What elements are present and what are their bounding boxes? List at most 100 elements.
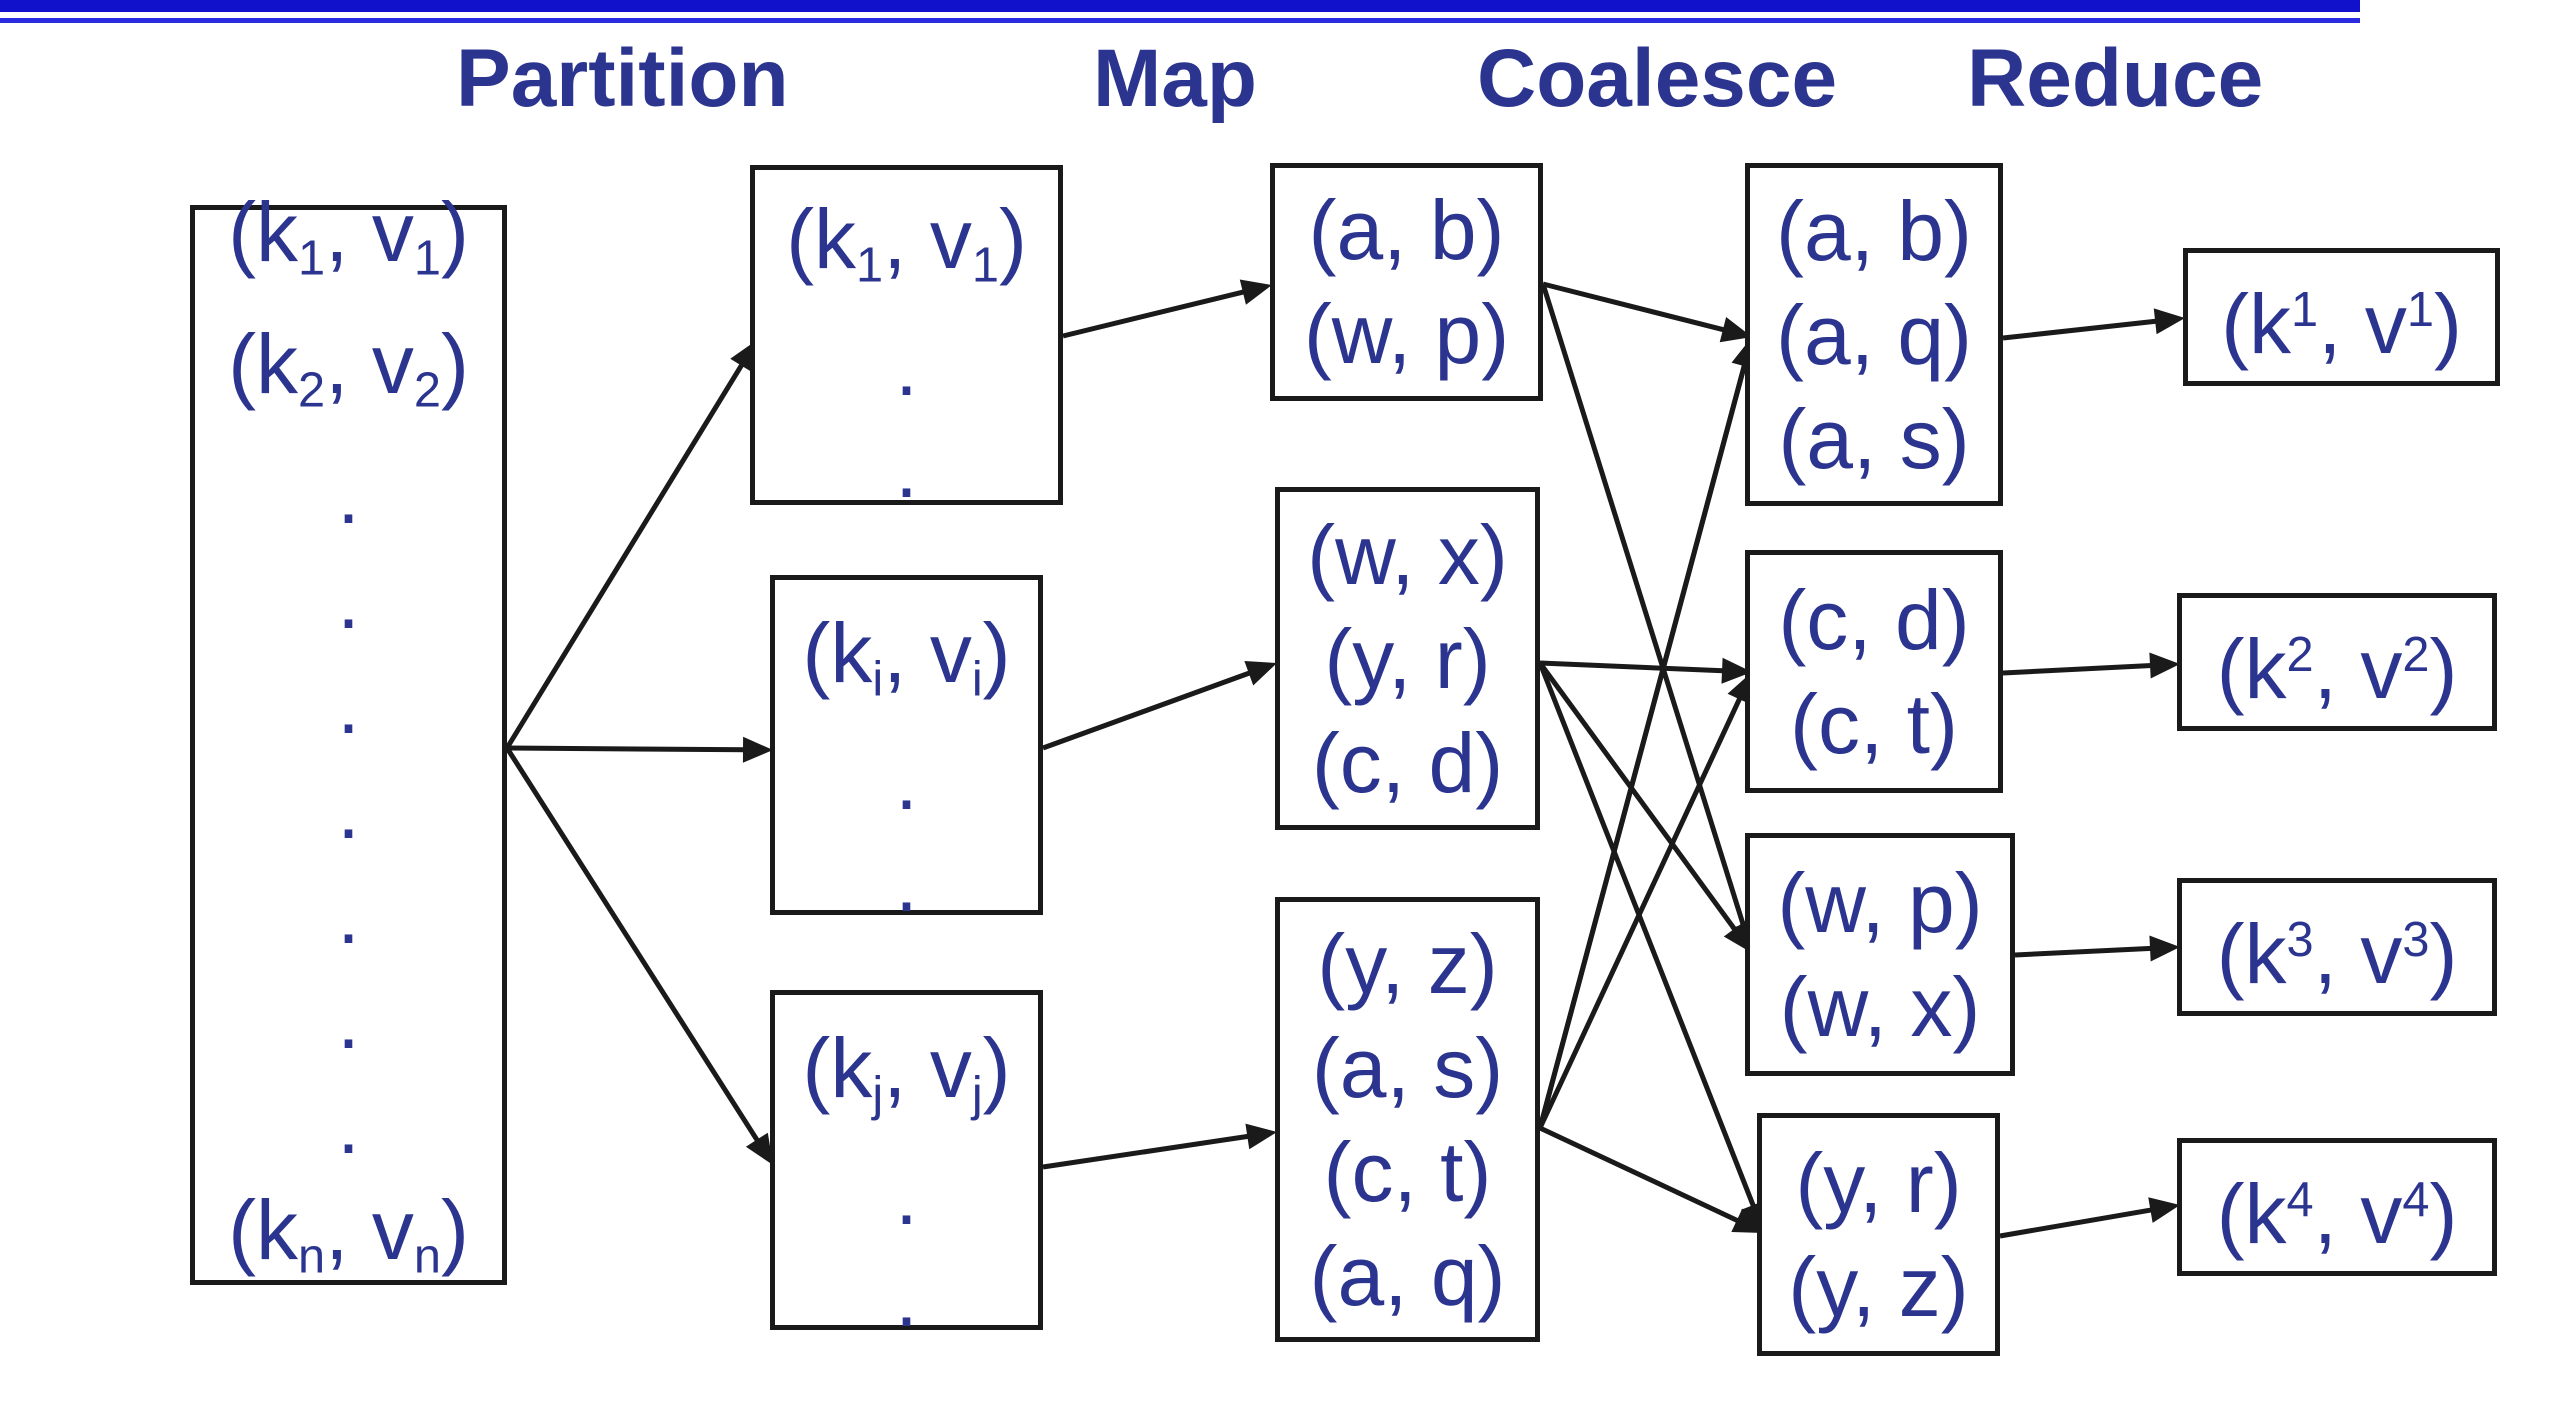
map-pair: (y, r)	[1324, 611, 1491, 706]
reduce-box-4: (k4, v4)	[2177, 1138, 2497, 1276]
key-subscript: n	[298, 1229, 326, 1284]
key-letter: k	[2249, 276, 2292, 371]
map-pair: (a, s)	[1311, 1020, 1504, 1115]
value-subscript: 1	[971, 238, 999, 293]
input-box: (k1, v1) (k2, v2) . . . . . . . (kn, vn)	[190, 185, 507, 1285]
key-superscript: 2	[2286, 628, 2314, 683]
key-letter: k	[256, 1183, 299, 1278]
arrow-partition-i	[506, 736, 773, 763]
value-letter: v	[371, 1183, 414, 1278]
map-box-1: (a, b) (w, p)	[1270, 163, 1543, 401]
map-pair: (w, p)	[1303, 287, 1510, 381]
partition-pair: (k1, v1)	[786, 192, 1027, 293]
partition-pair: (kj, vj)	[802, 1021, 1011, 1122]
value-letter: v	[929, 192, 972, 286]
ellipsis-dot: .	[895, 322, 918, 412]
key-subscript: 1	[298, 231, 326, 286]
key-letter: k	[830, 606, 873, 700]
coalesce-box-a: (a, b) (a, q) (a, s)	[1745, 163, 2003, 506]
ellipsis-dot: .	[337, 556, 360, 646]
key-subscript: i	[872, 652, 884, 707]
value-subscript: n	[413, 1229, 441, 1284]
coalesce-pair: (w, x)	[1779, 959, 1981, 1054]
coalesce-pair: (a, q)	[1775, 287, 1973, 382]
key-superscript: 3	[2286, 913, 2314, 968]
key-letter: k	[256, 316, 299, 411]
map-pair: (a, b)	[1308, 183, 1505, 277]
value-letter: v	[2360, 621, 2403, 716]
value-subscript: i	[971, 652, 983, 707]
arrow-shuffle-ab	[1542, 281, 1752, 343]
coalesce-box-c: (c, d) (c, t)	[1745, 550, 2003, 793]
ellipsis-dot: .	[895, 1253, 918, 1343]
stage-label-partition: Partition	[456, 33, 789, 124]
arrow-partition-1	[504, 340, 757, 750]
map-pair: (w, x)	[1307, 507, 1508, 602]
input-pair-2: (k2, v2)	[228, 316, 469, 418]
arrow-reduce-3	[2014, 935, 2180, 962]
map-pair: (c, d)	[1311, 715, 1504, 810]
coalesce-pair: (a, s)	[1778, 391, 1970, 486]
ellipsis-dot: .	[895, 736, 918, 826]
ellipsis-dot: .	[895, 838, 918, 928]
reduce-pair: (k3, v3)	[2216, 906, 2458, 1001]
reduce-pair: (k2, v2)	[2216, 621, 2458, 716]
stage-label-coalesce: Coalesce	[1477, 33, 1838, 124]
value-letter: v	[929, 1021, 972, 1115]
partition-pair: (ki, vi)	[802, 606, 1011, 707]
value-letter: v	[371, 316, 414, 411]
arrow-reduce-4	[1999, 1197, 2180, 1239]
arrow-shuffle-wx	[1537, 661, 1752, 953]
arrow-map-1	[1062, 279, 1272, 339]
key-letter: k	[2244, 1166, 2287, 1261]
arrow-shuffle-yz	[1538, 1125, 1764, 1233]
coalesce-pair: (w, p)	[1777, 855, 1983, 950]
coalesce-box-y: (y, r) (y, z)	[1757, 1113, 2000, 1356]
arrow-reduce-1	[2002, 308, 2185, 341]
coalesce-pair: (c, t)	[1790, 676, 1958, 771]
ellipsis-dot: .	[337, 871, 360, 961]
value-subscript: 1	[413, 231, 441, 286]
ellipsis-dot: .	[337, 976, 360, 1066]
reduce-box-2: (k2, v2)	[2177, 593, 2497, 731]
coalesce-pair: (c, d)	[1778, 572, 1970, 667]
value-superscript: 2	[2402, 628, 2430, 683]
arrow-shuffle-yr	[1537, 662, 1766, 1233]
value-superscript: 1	[2406, 283, 2434, 338]
ellipsis-dot: .	[895, 1151, 918, 1241]
partition-box-1: (k1, v1) . .	[750, 165, 1063, 514]
reduce-box-3: (k3, v3)	[2177, 878, 2497, 1016]
value-subscript: j	[971, 1067, 983, 1122]
value-letter: v	[2364, 276, 2407, 371]
key-letter: k	[256, 185, 299, 280]
key-subscript: 1	[856, 238, 884, 293]
ellipsis-dot: .	[337, 766, 360, 856]
key-letter: k	[830, 1021, 873, 1115]
key-subscript: 2	[298, 363, 326, 418]
stage-label-reduce: Reduce	[1967, 33, 2264, 124]
value-superscript: 4	[2402, 1173, 2430, 1228]
header-rule-thin	[0, 18, 2360, 23]
ellipsis-dot: .	[337, 661, 360, 751]
coalesce-pair: (a, b)	[1775, 183, 1973, 278]
map-pair: (y, z)	[1317, 916, 1498, 1011]
map-pair: (a, q)	[1309, 1228, 1506, 1323]
coalesce-pair: (y, z)	[1788, 1239, 1969, 1334]
map-box-2: (w, x) (y, r) (c, d)	[1275, 487, 1540, 830]
key-letter: k	[814, 192, 857, 286]
value-subscript: 2	[413, 363, 441, 418]
input-pair-n: (kn, vn)	[228, 1183, 469, 1284]
reduce-pair: (k4, v4)	[2216, 1166, 2458, 1261]
coalesce-box-w: (w, p) (w, x)	[1745, 833, 2015, 1076]
key-superscript: 1	[2291, 283, 2319, 338]
key-letter: k	[2244, 906, 2287, 1001]
map-box-3: (y, z) (a, s) (c, t) (a, q)	[1275, 897, 1540, 1342]
arrow-map-2	[1042, 661, 1277, 751]
value-superscript: 3	[2402, 913, 2430, 968]
reduce-box-1: (k1, v1)	[2183, 248, 2500, 386]
arrow-reduce-2	[2002, 652, 2180, 679]
ellipsis-dot: .	[337, 451, 360, 541]
value-letter: v	[371, 185, 414, 280]
